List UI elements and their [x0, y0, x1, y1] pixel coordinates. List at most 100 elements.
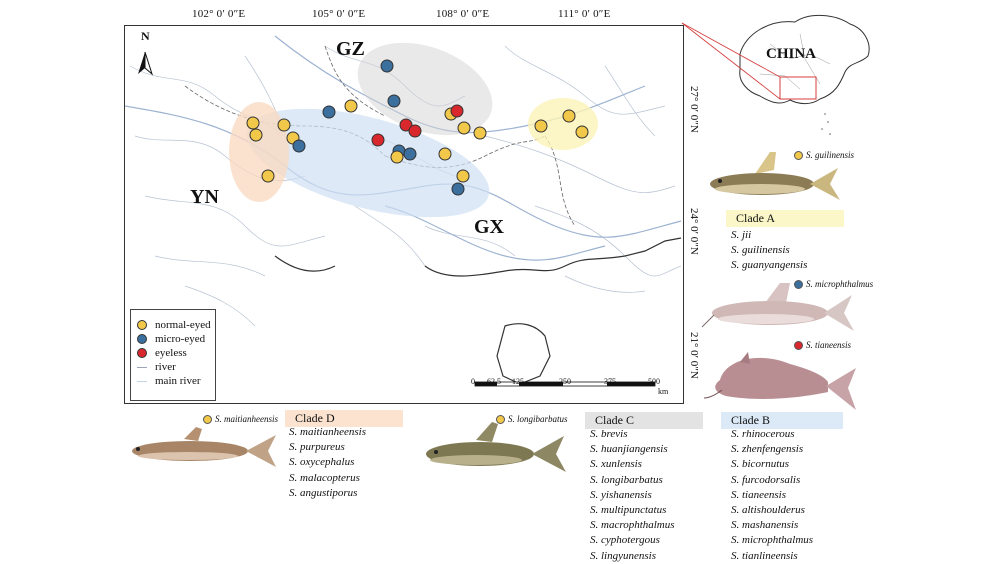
clade-b-range — [246, 108, 490, 218]
map-legend: normal-eyed micro-eyed eyeless river mai… — [130, 309, 216, 401]
fish-image-maitianheensis — [132, 427, 276, 467]
site-normal-eyed — [575, 125, 589, 139]
lat-label-21: 21° 0′ 0″N — [688, 332, 700, 379]
sampling-sites — [246, 59, 589, 196]
scale-unit: km — [658, 387, 669, 396]
species-name: S. cyphotergous — [590, 534, 660, 547]
species-name: S. bicornutus — [731, 458, 790, 471]
clade-d-species-list: S. maitianheensis S. purpureus S. oxycep… — [289, 425, 366, 501]
fish-label-longibarbatus: S. longibarbatus — [496, 414, 568, 425]
scale-bar — [474, 381, 656, 387]
coastline — [274, 237, 682, 385]
normal-eyed-marker-icon — [794, 151, 803, 161]
lon-label-108: 108° 0′ 0″E — [436, 8, 490, 20]
north-label: N — [141, 29, 150, 43]
study-area-box — [779, 76, 817, 100]
scale-tick-0: 0 — [471, 377, 475, 386]
eyeless-marker-icon — [794, 341, 803, 351]
species-name: S. oxycephalus — [289, 456, 355, 469]
species-name: S. purpureus — [289, 441, 345, 454]
china-label: CHINA — [766, 46, 817, 62]
fish-label-tianeensis: S. tianeensis — [794, 340, 851, 351]
site-normal-eyed — [249, 128, 263, 142]
normal-eyed-marker-icon — [496, 415, 505, 425]
eyeless-marker-icon — [137, 348, 147, 358]
map-canvas — [125, 35, 682, 387]
legend-river: river — [137, 360, 215, 374]
species-name: S. huanjiangensis — [590, 443, 668, 456]
fish-label-guilinensis: S. guilinensis — [794, 150, 854, 161]
main-map — [124, 25, 684, 404]
site-normal-eyed — [277, 118, 291, 132]
species-name: S. furcodorsalis — [731, 473, 801, 486]
site-eyeless — [408, 124, 422, 138]
species-name: S. tianlineensis — [731, 549, 798, 562]
legend-main-river: main river — [137, 374, 215, 388]
micro-eyed-marker-icon — [794, 280, 803, 290]
species-name: S. lingyunensis — [590, 549, 656, 562]
legend-label: normal-eyed — [155, 319, 211, 331]
main-river-line-icon — [137, 380, 147, 382]
inset-connector — [681, 22, 781, 100]
site-normal-eyed — [473, 126, 487, 140]
fish-image-guilinensis — [710, 152, 840, 200]
clade-d-header: Clade D — [285, 410, 403, 427]
site-normal-eyed — [456, 169, 470, 183]
china-inset-map — [739, 15, 870, 135]
site-normal-eyed — [344, 99, 358, 113]
species-name: S. xunlensis — [590, 458, 642, 471]
normal-eyed-marker-icon — [137, 320, 147, 330]
site-normal-eyed — [261, 169, 275, 183]
scale-tick-62: 62.5 — [487, 377, 501, 386]
region-yn: YN — [190, 186, 219, 208]
scale-tick-500: 500 — [648, 377, 660, 386]
species-name: S. macrophthalmus — [590, 519, 675, 532]
scale-tick-125: 125 — [512, 377, 524, 386]
species-name: S. multipunctatus — [590, 504, 667, 517]
north-arrow — [138, 51, 154, 76]
fish-label-maitianheensis: S. maitianheensis — [203, 414, 278, 425]
clade-c-header: Clade C — [585, 412, 703, 429]
site-micro-eyed — [387, 94, 401, 108]
species-name: S. altishoulderus — [731, 504, 805, 517]
clade-c-species-list: S. brevis S. huanjiangensis S. xunlensis… — [590, 427, 675, 564]
site-eyeless — [399, 118, 413, 132]
scale-tick-375: 375 — [604, 377, 616, 386]
fish-label-microphthalmus: S. microphthalmus — [794, 279, 873, 290]
inset-islands — [821, 113, 831, 135]
site-micro-eyed — [380, 59, 394, 73]
river-line-icon — [137, 366, 147, 368]
legend-label: main river — [155, 375, 201, 387]
site-micro-eyed — [403, 147, 417, 161]
species-name: S. microphthalmus — [731, 534, 814, 547]
species-name: S. brevis — [590, 428, 628, 440]
lon-label-102: 102° 0′ 0″E — [192, 8, 246, 20]
normal-eyed-marker-icon — [203, 415, 212, 425]
legend-eyeless: eyeless — [137, 346, 215, 360]
species-name: S. zhenfengensis — [731, 443, 804, 456]
site-normal-eyed — [457, 121, 471, 135]
site-normal-eyed — [562, 109, 576, 123]
clade-d-range — [229, 102, 289, 202]
species-name: S. guilinensis — [731, 244, 790, 257]
micro-eyed-marker-icon — [137, 334, 147, 344]
legend-normal-eyed: normal-eyed — [137, 318, 215, 332]
legend-micro-eyed: micro-eyed — [137, 332, 215, 346]
lat-label-24: 24° 0′ 0″N — [688, 208, 700, 255]
fish-image-longibarbatus — [426, 422, 566, 472]
clade-b-species-list: S. rhinocerous S. zhenfengensis S. bicor… — [731, 427, 813, 564]
site-eyeless — [450, 104, 464, 118]
clade-a-header: Clade A — [726, 210, 844, 227]
region-gz: GZ — [336, 38, 365, 60]
species-name: S. yishanensis — [590, 488, 652, 501]
fish-image-microphthalmus — [701, 283, 854, 331]
site-eyeless — [371, 133, 385, 147]
region-gx: GX — [474, 216, 504, 238]
legend-label: river — [155, 361, 176, 373]
legend-label: eyeless — [155, 347, 187, 359]
inset-province-lines — [759, 33, 831, 90]
species-name: S. rhinocerous — [731, 428, 795, 440]
lon-label-111: 111° 0′ 0″E — [558, 8, 611, 20]
species-name: S. tianeensis — [731, 488, 786, 501]
lon-label-105: 105° 0′ 0″E — [312, 8, 366, 20]
